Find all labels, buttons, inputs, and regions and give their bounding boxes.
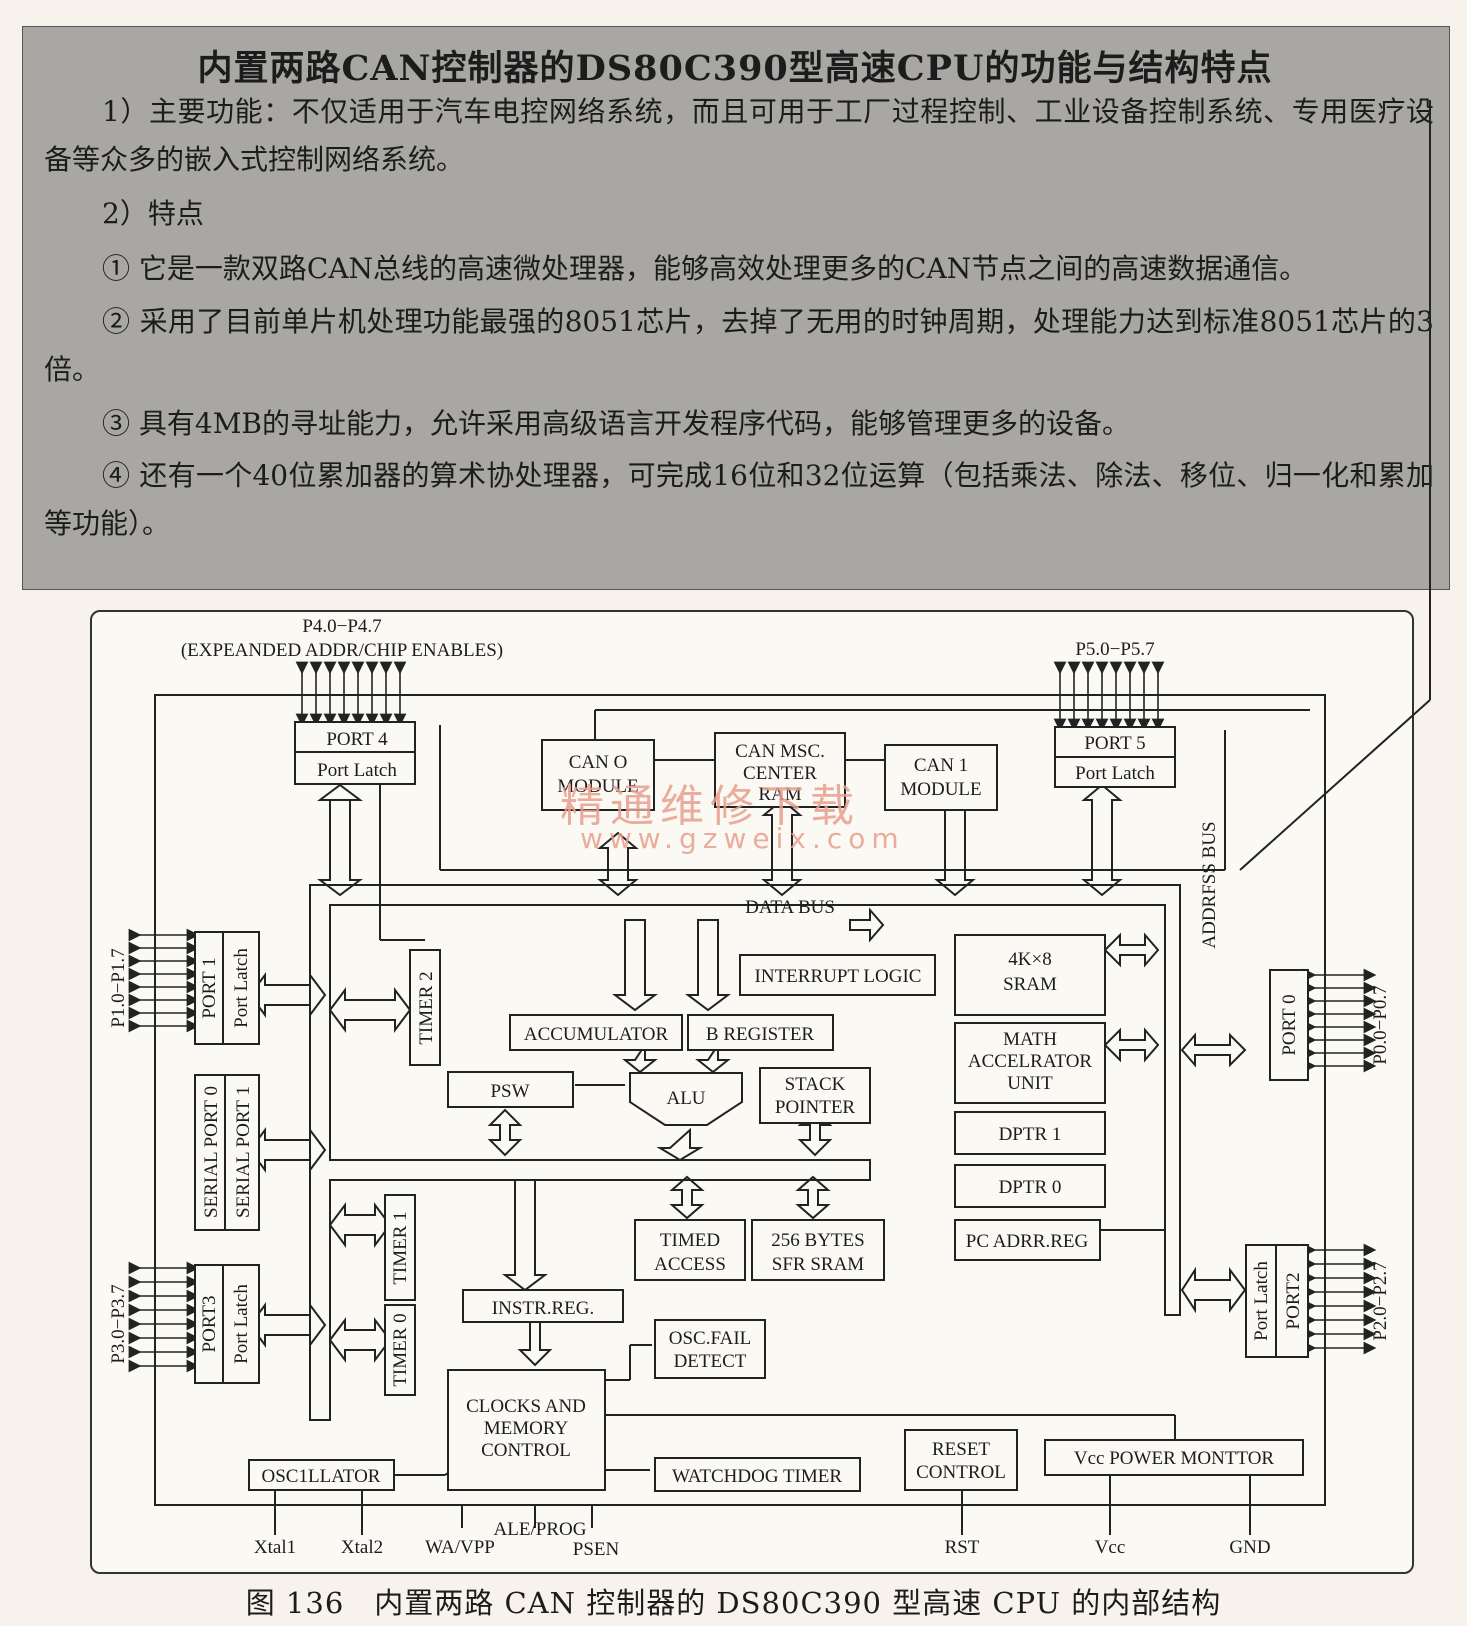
oscillator-label: OSC1LLATOR	[262, 1466, 381, 1487]
port5-latch-label: Port Latch	[1075, 763, 1155, 784]
timer2-label: TIMER 2	[416, 971, 437, 1044]
p4-pins-label: P4.0−P4.7	[302, 616, 381, 637]
math-unit-label-3: UNIT	[1007, 1073, 1053, 1094]
b-register-label: B REGISTER	[706, 1024, 815, 1045]
sram-label-1: 4K×8	[1008, 949, 1051, 970]
sram-label-2: SRAM	[1003, 974, 1057, 995]
instr-reg-label: INSTR.REG.	[492, 1298, 594, 1319]
port2-latch-label: Port Latch	[1251, 1261, 1272, 1341]
psen-pin: PSEN	[573, 1539, 620, 1560]
xtal2-pin: Xtal2	[341, 1537, 383, 1558]
canmsc-label-1: CAN MSC.	[735, 741, 825, 762]
timed-access-label-1: TIMED	[660, 1230, 720, 1251]
paragraph-feature-4: ④ 还有一个40位累加器的算术协处理器，可完成16位和32位运算（包括乘法、除法…	[44, 459, 1434, 540]
rst-pin: RST	[945, 1537, 980, 1558]
port3-latch-label: Port Latch	[231, 1284, 252, 1364]
psw-label: PSW	[490, 1081, 529, 1102]
timer1-label: TIMER 1	[390, 1211, 411, 1284]
wa-vpp-pin: WA/VPP	[425, 1537, 495, 1558]
address-bus-label: ADDRFSS BUS	[1199, 821, 1220, 948]
interrupt-logic-label: INTERRUPT LOGIC	[755, 966, 922, 987]
clocks-label-3: CONTROL	[481, 1440, 571, 1461]
feature-text-box	[22, 26, 1450, 590]
osc-fail-label-1: OSC.FAIL	[669, 1328, 752, 1349]
port1-latch-label: Port Latch	[231, 948, 252, 1028]
math-unit-label-2: ACCELRATOR	[968, 1051, 1093, 1072]
can0-label-1: CAN O	[569, 752, 628, 773]
vcc-pin: Vcc	[1095, 1537, 1126, 1558]
port0-label: PORT 0	[1279, 994, 1300, 1055]
accumulator-label: ACCUMULATOR	[524, 1024, 669, 1045]
sfr-sram-label-2: SFR SRAM	[772, 1254, 865, 1275]
data-bus-label: DATA BUS	[745, 897, 835, 918]
math-unit-label-1: MATH	[1003, 1029, 1057, 1050]
paragraph-features-heading: 2）特点	[102, 197, 204, 230]
port4-label: PORT 4	[326, 729, 388, 750]
gnd-pin: GND	[1229, 1537, 1270, 1558]
dptr0-label: DPTR 0	[999, 1177, 1062, 1198]
serial-port0-label: SERIAL PORT 0	[201, 1086, 222, 1218]
p3-pins-label: P3.0−P3.7	[108, 1284, 129, 1363]
serial-port1-label: SERIAL PORT 1	[233, 1086, 254, 1218]
dptr1-label: DPTR 1	[999, 1124, 1062, 1145]
vcc-monitor-label: Vcc POWER MONTTOR	[1074, 1448, 1275, 1469]
watchdog-label: WATCHDOG TIMER	[672, 1466, 842, 1487]
can1-label-2: MODULE	[900, 779, 981, 800]
timer0-label: TIMER 0	[390, 1313, 411, 1386]
alu-label: ALU	[666, 1088, 705, 1109]
p5-pins-label: P5.0−P5.7	[1075, 639, 1154, 660]
sfr-sram-label-1: 256 BYTES	[771, 1230, 864, 1251]
port2-label: PORT2	[1283, 1273, 1304, 1330]
pc-reg-label: PC ADRR.REG	[966, 1231, 1089, 1252]
box-title: 内置两路CAN控制器的DS80C390型高速CPU的功能与结构特点	[197, 48, 1273, 89]
paragraph-main-function: 1）主要功能：不仅适用于汽车电控网络系统，而且可用于工厂过程控制、工业设备控制系…	[44, 95, 1434, 176]
stack-pointer-label-2: POINTER	[775, 1097, 856, 1118]
port1-label: PORT 1	[199, 957, 220, 1018]
can0-label-2: MODULE	[557, 776, 638, 797]
timed-access-label-2: ACCESS	[654, 1254, 726, 1275]
figure-caption: 图 136 内置两路 CAN 控制器的 DS80C390 型高速 CPU 的内部…	[245, 1586, 1222, 1620]
paragraph-feature-1: ① 它是一款双路CAN总线的高速微处理器，能够高效处理更多的CAN节点之间的高速…	[102, 252, 1308, 285]
canmsc-label-2: CENTER	[743, 763, 817, 784]
can1-label-1: CAN 1	[914, 755, 968, 776]
watermark-url: www.gzweix.com	[580, 822, 905, 855]
port5-label: PORT 5	[1084, 733, 1145, 754]
reset-control-label-2: CONTROL	[916, 1462, 1006, 1483]
paragraph-feature-3: ③ 具有4MB的寻址能力，允许采用高级语言开发程序代码，能够管理更多的设备。	[102, 407, 1130, 440]
p4-pins-note: (EXPEANDED ADDR/CHIP ENABLES)	[181, 640, 503, 661]
watermark-cn: 精通维修下载	[560, 781, 860, 832]
p1-pins-label: P1.0−P1.7	[108, 948, 129, 1027]
ale-prog-pin: ALE/PROG	[494, 1519, 587, 1540]
p2-pins-label: P2.0−P2.7	[1370, 1261, 1391, 1340]
reset-control-label-1: RESET	[932, 1439, 990, 1460]
paragraph-feature-2: ② 采用了目前单片机处理功能最强的8051芯片，去掉了无用的时钟周期，处理能力达…	[44, 305, 1434, 386]
stack-pointer-label-1: STACK	[785, 1074, 846, 1095]
canmsc-label-3: RAM	[758, 784, 801, 805]
port3-label: PORT3	[199, 1296, 220, 1353]
clocks-label-1: CLOCKS AND	[466, 1396, 586, 1417]
port4-latch-label: Port Latch	[317, 760, 397, 781]
xtal1-pin: Xtal1	[254, 1537, 296, 1558]
clocks-label-2: MEMORY	[484, 1418, 569, 1439]
p0-pins-label: P0.0−P0.7	[1370, 985, 1391, 1064]
osc-fail-label-2: DETECT	[674, 1351, 747, 1372]
